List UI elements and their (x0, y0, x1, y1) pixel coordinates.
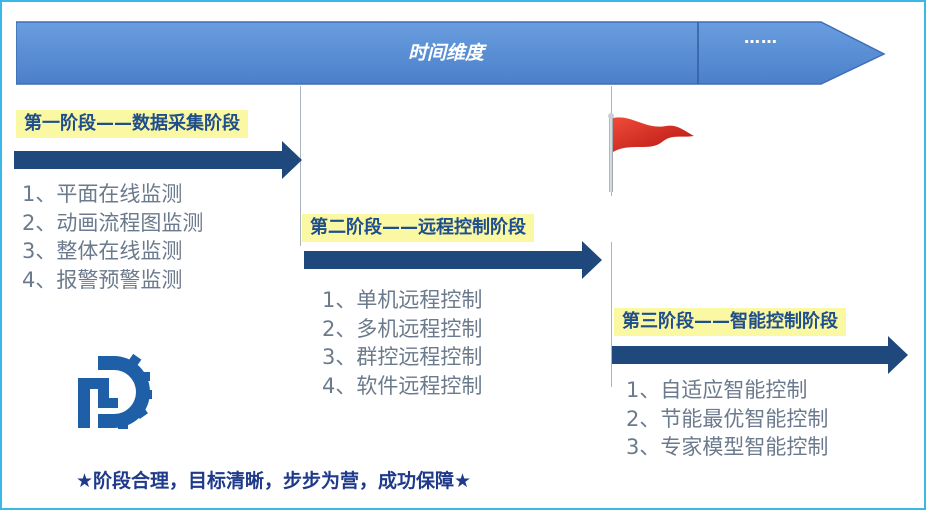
stage-3-item: 3、专家模型智能控制 (626, 435, 829, 459)
company-logo (78, 353, 152, 429)
stage-2-item: 1、单机远程控制 (322, 288, 483, 312)
flag-icon (608, 113, 694, 192)
stage-2-item: 4、软件远程控制 (322, 373, 483, 398)
stage-1-item: 4、报警预警监测 (22, 267, 183, 292)
stage-1-item: 2、动画流程图监测 (22, 210, 204, 235)
stage-2-title: 第二阶段——远程控制阶段 (302, 214, 534, 242)
stage-1-item: 3、整体在线监测 (22, 239, 183, 263)
stage-2-arrow (304, 241, 602, 279)
stage-1-arrow (14, 141, 302, 179)
stage-3-title: 第三阶段——智能控制阶段 (614, 308, 846, 336)
stage-2-item: 2、多机远程控制 (322, 316, 483, 341)
timeline-ellipsis: …… (744, 28, 778, 47)
slogan: ★阶段合理，目标清晰，步步为营，成功保障★ (76, 470, 472, 492)
stage-2-items: 1、单机远程控制 2、多机远程控制 3、群控远程控制 4、软件远程控制 (322, 286, 482, 400)
stage-1-item: 1、平面在线监测 (22, 182, 183, 206)
stage-divider-3 (611, 242, 612, 387)
stage-1-title: 第一阶段——数据采集阶段 (16, 110, 248, 138)
stage-2-item: 3、群控远程控制 (322, 345, 483, 369)
stage-3-item: 1、自适应智能控制 (626, 378, 808, 402)
stage-divider-1 (300, 86, 301, 246)
timeline-arrow: 时间维度 …… (16, 20, 886, 86)
stage-3-items: 1、自适应智能控制 2、节能最优智能控制 3、专家模型智能控制 (626, 376, 828, 462)
stage-3-item: 2、节能最优智能控制 (626, 406, 829, 431)
timeline-title: 时间维度 (407, 42, 484, 64)
stage-1-items: 1、平面在线监测 2、动画流程图监测 3、整体在线监测 4、报警预警监测 (22, 180, 203, 294)
stage-3-arrow (612, 336, 908, 374)
